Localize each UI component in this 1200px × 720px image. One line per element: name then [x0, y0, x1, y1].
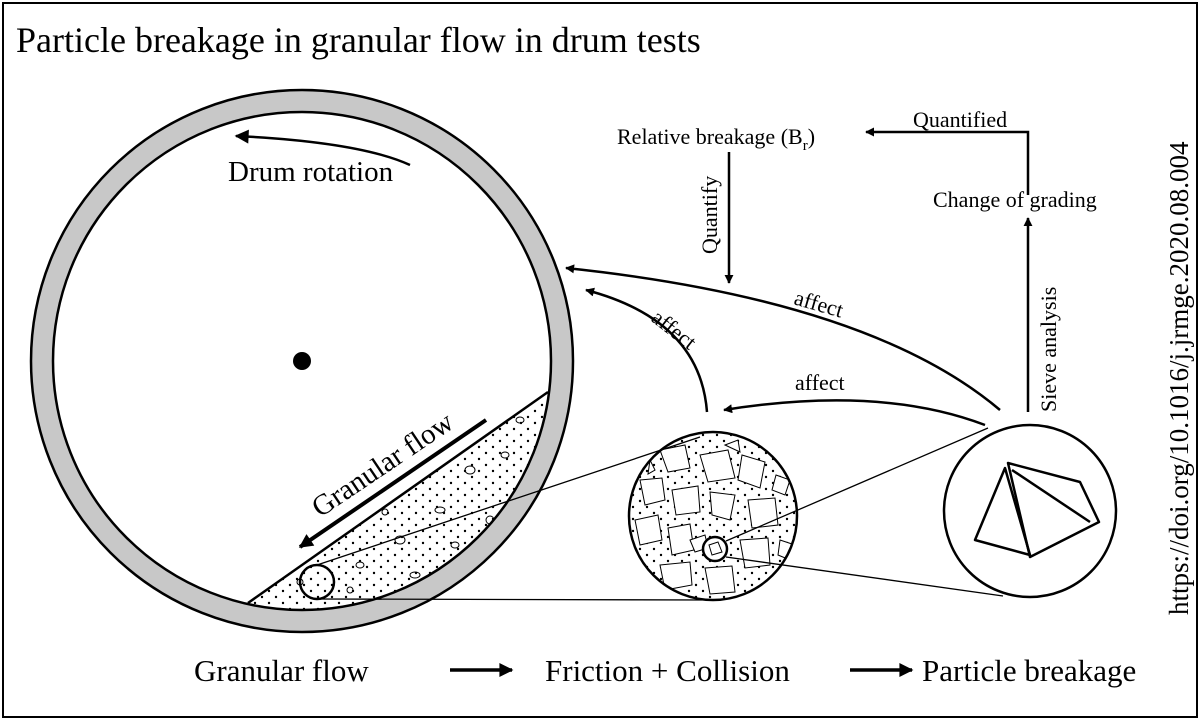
flow-surface [247, 390, 549, 605]
quantified-arrow [865, 127, 1030, 195]
particle-assembly-zoom [627, 430, 799, 602]
selected-particle [708, 541, 723, 556]
drum-rotation-label: Drum rotation [228, 156, 394, 188]
sieve-analysis-label: Sieve analysis [1036, 287, 1061, 412]
bottom-step-friction-collision: Friction + Collision [545, 653, 790, 688]
granular-flow-arrow [298, 418, 488, 549]
zoom-line-top [316, 436, 701, 566]
affect-arrow-particle-to-assembly [723, 399, 986, 427]
drum-shell [31, 90, 573, 632]
change-of-grading-label: Change of grading [933, 187, 1097, 212]
affect-arrow-assembly-to-drum [585, 287, 709, 413]
affect-arrow-particle-to-drum [565, 264, 1001, 411]
bottom-step-particle-breakage: Particle breakage [922, 653, 1136, 688]
zoom-line-2-top [725, 427, 989, 542]
drum-rotation-arrow [234, 129, 411, 167]
relative-breakage-label: Relative breakage (Br) [617, 124, 815, 154]
drum-center-axis [293, 352, 311, 370]
broken-particle [973, 461, 1101, 559]
doi-text: https://doi.org/10.1016/j.jrmge.2020.08.… [1164, 141, 1194, 615]
affect-label-2: affect [647, 304, 702, 354]
zoom-line-2-bottom [725, 556, 1004, 597]
bottom-step-granular-flow: Granular flow [194, 653, 369, 688]
affect-label-3: affect [795, 370, 845, 395]
particle-zoom-circle [942, 423, 1118, 599]
zoom-line-bottom [316, 598, 714, 601]
figure-title: Particle breakage in granular flow in dr… [16, 20, 701, 60]
quantified-label: Quantified [913, 107, 1007, 132]
quantify-label: Quantify [697, 176, 722, 254]
drum-outer-edge [29, 88, 575, 634]
single-particle-zoom [942, 423, 1118, 599]
